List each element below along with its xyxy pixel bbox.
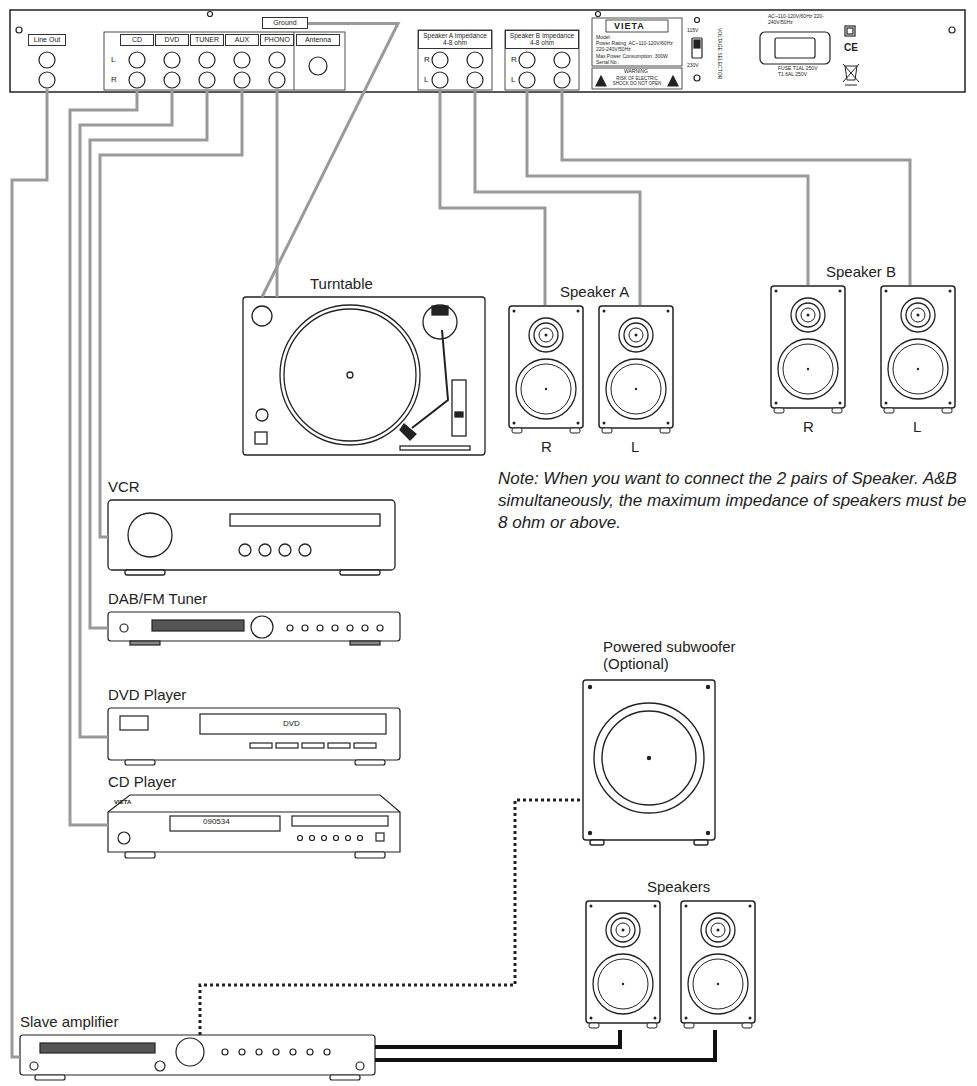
node-label: DAB/FM Tuner [108,590,207,607]
node-label: Powered subwoofer (Optional) [603,638,743,673]
note-text: Note: When you want to connect the 2 pai… [498,468,968,534]
channel-label: L [424,75,428,84]
input-jack: DVD [155,34,189,88]
node-label: DVD Player [108,686,186,703]
signal-cable [12,88,47,1057]
input-jack: PHONO [260,34,294,88]
node-label: Speaker B Impedance 4-8 ohm [505,30,579,49]
cd-player: CD Player [108,795,400,858]
rating-text: Serial No.: [596,60,619,66]
signal-cable [80,88,172,737]
slave-amplifier: Slave amplifier [20,1035,375,1080]
node-label: VCR [108,478,140,495]
input-jack: AUX [225,34,259,88]
warning-title: WARNING [624,69,648,75]
tray-label: DVD [283,719,300,728]
ce-mark: CE [844,42,858,54]
antenna-jack: Antenna [296,34,340,88]
node-label: L [913,418,921,435]
node-label: R [541,438,552,455]
node-label: Turntable [310,275,373,292]
channel-label: L [111,55,115,64]
node-label: PHONO [260,34,294,46]
voltage-label: 115V [687,28,698,34]
rating-text: Max Power Consumption: 300W [596,54,668,60]
node-label: Speaker B [826,263,896,280]
signal-cable [527,88,808,285]
node-label: Slave amplifier [20,1013,118,1030]
signal-cable [262,24,398,298]
signal-cable [90,88,207,628]
input-jack: CD [120,34,154,88]
node-label: Antenna [296,34,340,46]
subwoofer: Powered subwoofer (Optional) [583,680,715,845]
signal-cable [100,88,242,537]
channel-label: R [111,75,117,84]
speaker-pair: Speaker BRL [770,285,956,415]
tuner: DAB/FM Tuner [108,612,400,645]
line-out-jack: Line Out [28,34,66,88]
node-label: Speaker A [560,283,629,300]
brand-label: VIETA [114,799,131,806]
display-readout: 090534 [203,817,230,826]
node-label: Line Out [28,34,66,46]
speaker-cable [375,1030,715,1060]
subwoofer-cable [200,800,583,1035]
input-jack: TUNER [190,34,224,88]
rating-text: Model: [596,35,611,41]
channel-label: L [511,75,515,84]
node-label: Speakers [647,878,710,895]
ground-terminal: Ground [262,17,308,30]
node-label: Speaker A Impedance 4-8 ohm [418,30,492,49]
warning-text: RISK OF ELECTRIC SHOCK DO NOT OPEN [609,76,665,86]
speaker-pair: Speaker ARL [508,305,674,435]
mains-rating: AC~110-120V/60Hz 220-240V/50Hz [768,14,838,26]
node-label: CD Player [108,773,176,790]
dvd-player: DVD Player [108,708,400,765]
speaker-pair: Speakers [585,900,756,1030]
node-label: AUX [225,34,259,46]
node-label: R [803,418,814,435]
signal-cable [562,88,910,285]
signal-cable [440,88,545,305]
brand-label: VIETA [614,21,645,31]
voltage-label: 230V [687,63,699,69]
channel-label: R [511,55,517,64]
node-label: Ground [262,17,308,29]
vcr: VCR [108,500,395,575]
node-label: CD [120,34,154,46]
channel-label: R [424,55,430,64]
voltage-selector-label: VOLTAGE SELECTOR [716,28,722,79]
node-label: TUNER [190,34,224,46]
fuse-rating: FUSE T1AL 250V T1.6AL 250V [778,66,818,78]
rating-text: Power Rating: AC~110-120V/60Hz 220-240V/… [596,41,680,53]
node-label: L [631,438,639,455]
node-label: DVD [155,34,189,46]
turntable: Turntable [243,297,485,455]
speaker-cable [375,1030,620,1047]
signal-cable [475,88,640,305]
